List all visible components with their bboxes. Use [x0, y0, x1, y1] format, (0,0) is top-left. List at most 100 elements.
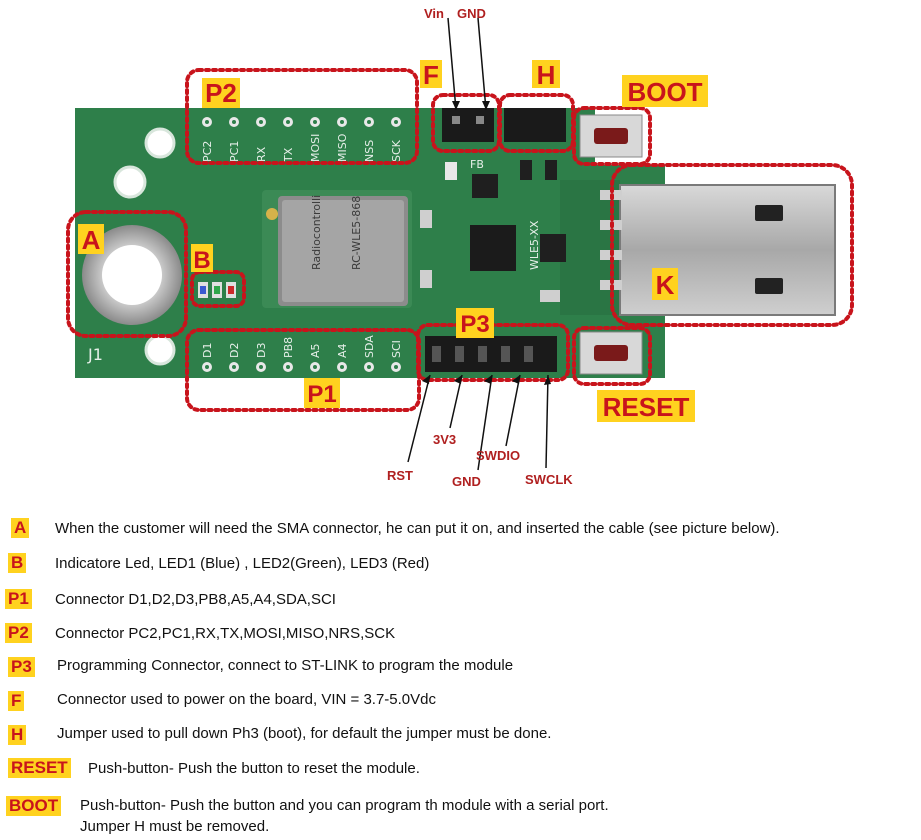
- callout-a-text: A: [82, 225, 101, 255]
- callout-boot: BOOT: [622, 75, 708, 107]
- module-model: RC-WLE5-868: [350, 196, 363, 270]
- legend-key-p1: P1: [5, 589, 32, 609]
- p2-header: PC2 PC1 RX TX MOSI MISO NSS SCK: [201, 117, 403, 163]
- annotation-outlines: [66, 68, 854, 412]
- legend-text-boot-line2: Jumper H must be removed.: [80, 818, 270, 835]
- side-silk: WLE5-XX: [528, 220, 541, 270]
- leader-lines: [407, 17, 549, 471]
- callout-k-text: K: [656, 270, 675, 300]
- boot-button: [579, 114, 643, 158]
- mounting-hole: [113, 165, 147, 199]
- legend-text-b: Indicatore Led, LED1 (Blue) , LED2(Green…: [55, 555, 430, 572]
- p1-pin-label: A4: [336, 343, 349, 358]
- board-diagram: Radiocontrolli RC-WLE5-868 FB J1 WLE5-XX…: [66, 6, 854, 489]
- component: [420, 270, 432, 288]
- callout-h: H: [532, 60, 560, 90]
- leader-arrows: [422, 101, 551, 385]
- legend-row-reset: RESET Push-button- Push the button to re…: [0, 758, 921, 788]
- legend-key-a: A: [11, 518, 30, 538]
- power-header: [442, 108, 494, 142]
- p2-pin-label: NSS: [363, 140, 376, 162]
- mcu-chip: [470, 225, 516, 271]
- module-brand: Radiocontrolli: [310, 195, 323, 270]
- legend-row-a: A When the customer will need the SMA co…: [0, 518, 921, 548]
- callout-reset-text: RESET: [603, 392, 690, 422]
- p1-pin-label: PB8: [282, 337, 295, 358]
- legend-key-p2: P2: [5, 623, 32, 643]
- p2-pin-label: PC1: [228, 141, 241, 162]
- pin-label-vin: Vin: [424, 6, 444, 21]
- legend-text-p1: Connector D1,D2,D3,PB8,A5,A4,SDA,SCI: [55, 591, 336, 608]
- p2-pin-label: PC2: [201, 141, 214, 162]
- p2-pin-label: RX: [255, 146, 268, 162]
- legend-text-boot: Push-button- Push the button and you can…: [80, 797, 609, 814]
- legend-row-p2: P2 Connector PC2,PC1,RX,TX,MOSI,MISO,NRS…: [0, 623, 921, 653]
- pin-label-gnd-top: GND: [457, 6, 486, 21]
- ic-chip: [540, 234, 566, 262]
- reset-button: [579, 331, 643, 375]
- legend-row-b: B Indicatore Led, LED1 (Blue) , LED2(Gre…: [0, 553, 921, 583]
- outline-boot: [572, 106, 652, 166]
- legend-text-p2: Connector PC2,PC1,RX,TX,MOSI,MISO,NRS,SC…: [55, 625, 396, 642]
- component: [445, 162, 457, 180]
- p1-pin-label: SCI: [390, 340, 403, 358]
- pin-label-gnd-bottom: GND: [452, 474, 481, 489]
- legend-text-h: Jumper used to pull down Ph3 (boot), for…: [57, 725, 552, 742]
- p1-pin-label: A5: [309, 343, 322, 358]
- callout-b: B: [191, 244, 213, 274]
- pin-label-swclk: SWCLK: [525, 472, 573, 487]
- component: [420, 210, 432, 228]
- legend-key-boot: BOOT: [6, 796, 62, 816]
- callout-b-text: B: [193, 247, 210, 274]
- p2-pin-label: SCK: [390, 139, 403, 162]
- legend-text-a: When the customer will need the SMA conn…: [55, 520, 780, 537]
- callout-k: K: [652, 268, 678, 300]
- p2-pin-label: MISO: [336, 133, 349, 162]
- p1-header: D1 D2 D3 PB8 A5 A4 SDA SCI: [201, 335, 403, 372]
- outline-p2: [185, 68, 419, 165]
- callout-f-text: F: [423, 60, 439, 90]
- pin-label-swdio: SWDIO: [476, 448, 520, 463]
- legend-row-h: H Jumper used to pull down Ph3 (boot), f…: [0, 725, 921, 755]
- p2-pin-label: TX: [282, 147, 295, 163]
- callout-p2: P2: [202, 78, 240, 108]
- led-indicators: [198, 282, 236, 298]
- callout-reset: RESET: [597, 390, 695, 422]
- callout-a: A: [78, 224, 104, 255]
- legend-key-p3: P3: [8, 657, 35, 677]
- rf-module: Radiocontrolli RC-WLE5-868: [262, 190, 412, 308]
- mounting-hole: [144, 334, 176, 366]
- legend-key-b: B: [8, 553, 27, 573]
- p2-pin-label: MOSI: [309, 134, 322, 162]
- legend-key-h: H: [8, 725, 27, 745]
- callout-p1-text: P1: [307, 381, 336, 408]
- legend-text-reset: Push-button- Push the button to reset th…: [88, 760, 420, 777]
- p1-pin-label: SDA: [363, 335, 376, 358]
- component: [520, 160, 532, 180]
- boot-jumper: [504, 108, 566, 142]
- fb-silk: FB: [470, 158, 484, 171]
- ic-chip: [472, 174, 498, 198]
- callout-p3-text: P3: [460, 311, 489, 338]
- callout-p2-text: P2: [205, 78, 237, 108]
- legend-row-p1: P1 Connector D1,D2,D3,PB8,A5,A4,SDA,SCI: [0, 589, 921, 619]
- legend-key-f: F: [8, 691, 25, 711]
- j1-silk: J1: [87, 345, 103, 364]
- outline-b: [190, 270, 246, 308]
- p1-pin-label: D1: [201, 343, 214, 358]
- legend-text-f: Connector used to power on the board, VI…: [57, 691, 436, 708]
- legend-key-reset: RESET: [8, 758, 71, 778]
- callout-h-text: H: [537, 60, 556, 90]
- outline-a: [66, 210, 188, 338]
- outline-k: [610, 163, 854, 327]
- callout-p1: P1: [304, 378, 340, 408]
- component: [540, 290, 560, 302]
- outline-reset: [572, 326, 652, 386]
- programming-header: [425, 336, 557, 372]
- callout-f: F: [420, 60, 442, 90]
- callout-boot-text: BOOT: [627, 77, 702, 107]
- outline-p1: [185, 328, 421, 412]
- usb-plug: [600, 184, 836, 316]
- mounting-hole: [144, 127, 176, 159]
- component: [545, 160, 557, 180]
